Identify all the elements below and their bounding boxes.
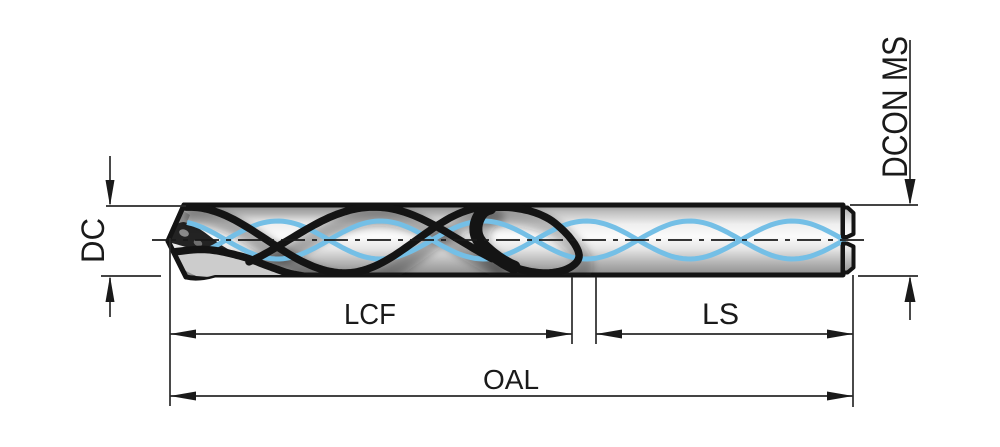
svg-text:DC: DC <box>75 218 111 263</box>
svg-text:OAL: OAL <box>483 364 539 395</box>
svg-text:DCON MS: DCON MS <box>876 36 915 178</box>
svg-text:LCF: LCF <box>344 299 396 331</box>
svg-text:LS: LS <box>702 298 739 331</box>
